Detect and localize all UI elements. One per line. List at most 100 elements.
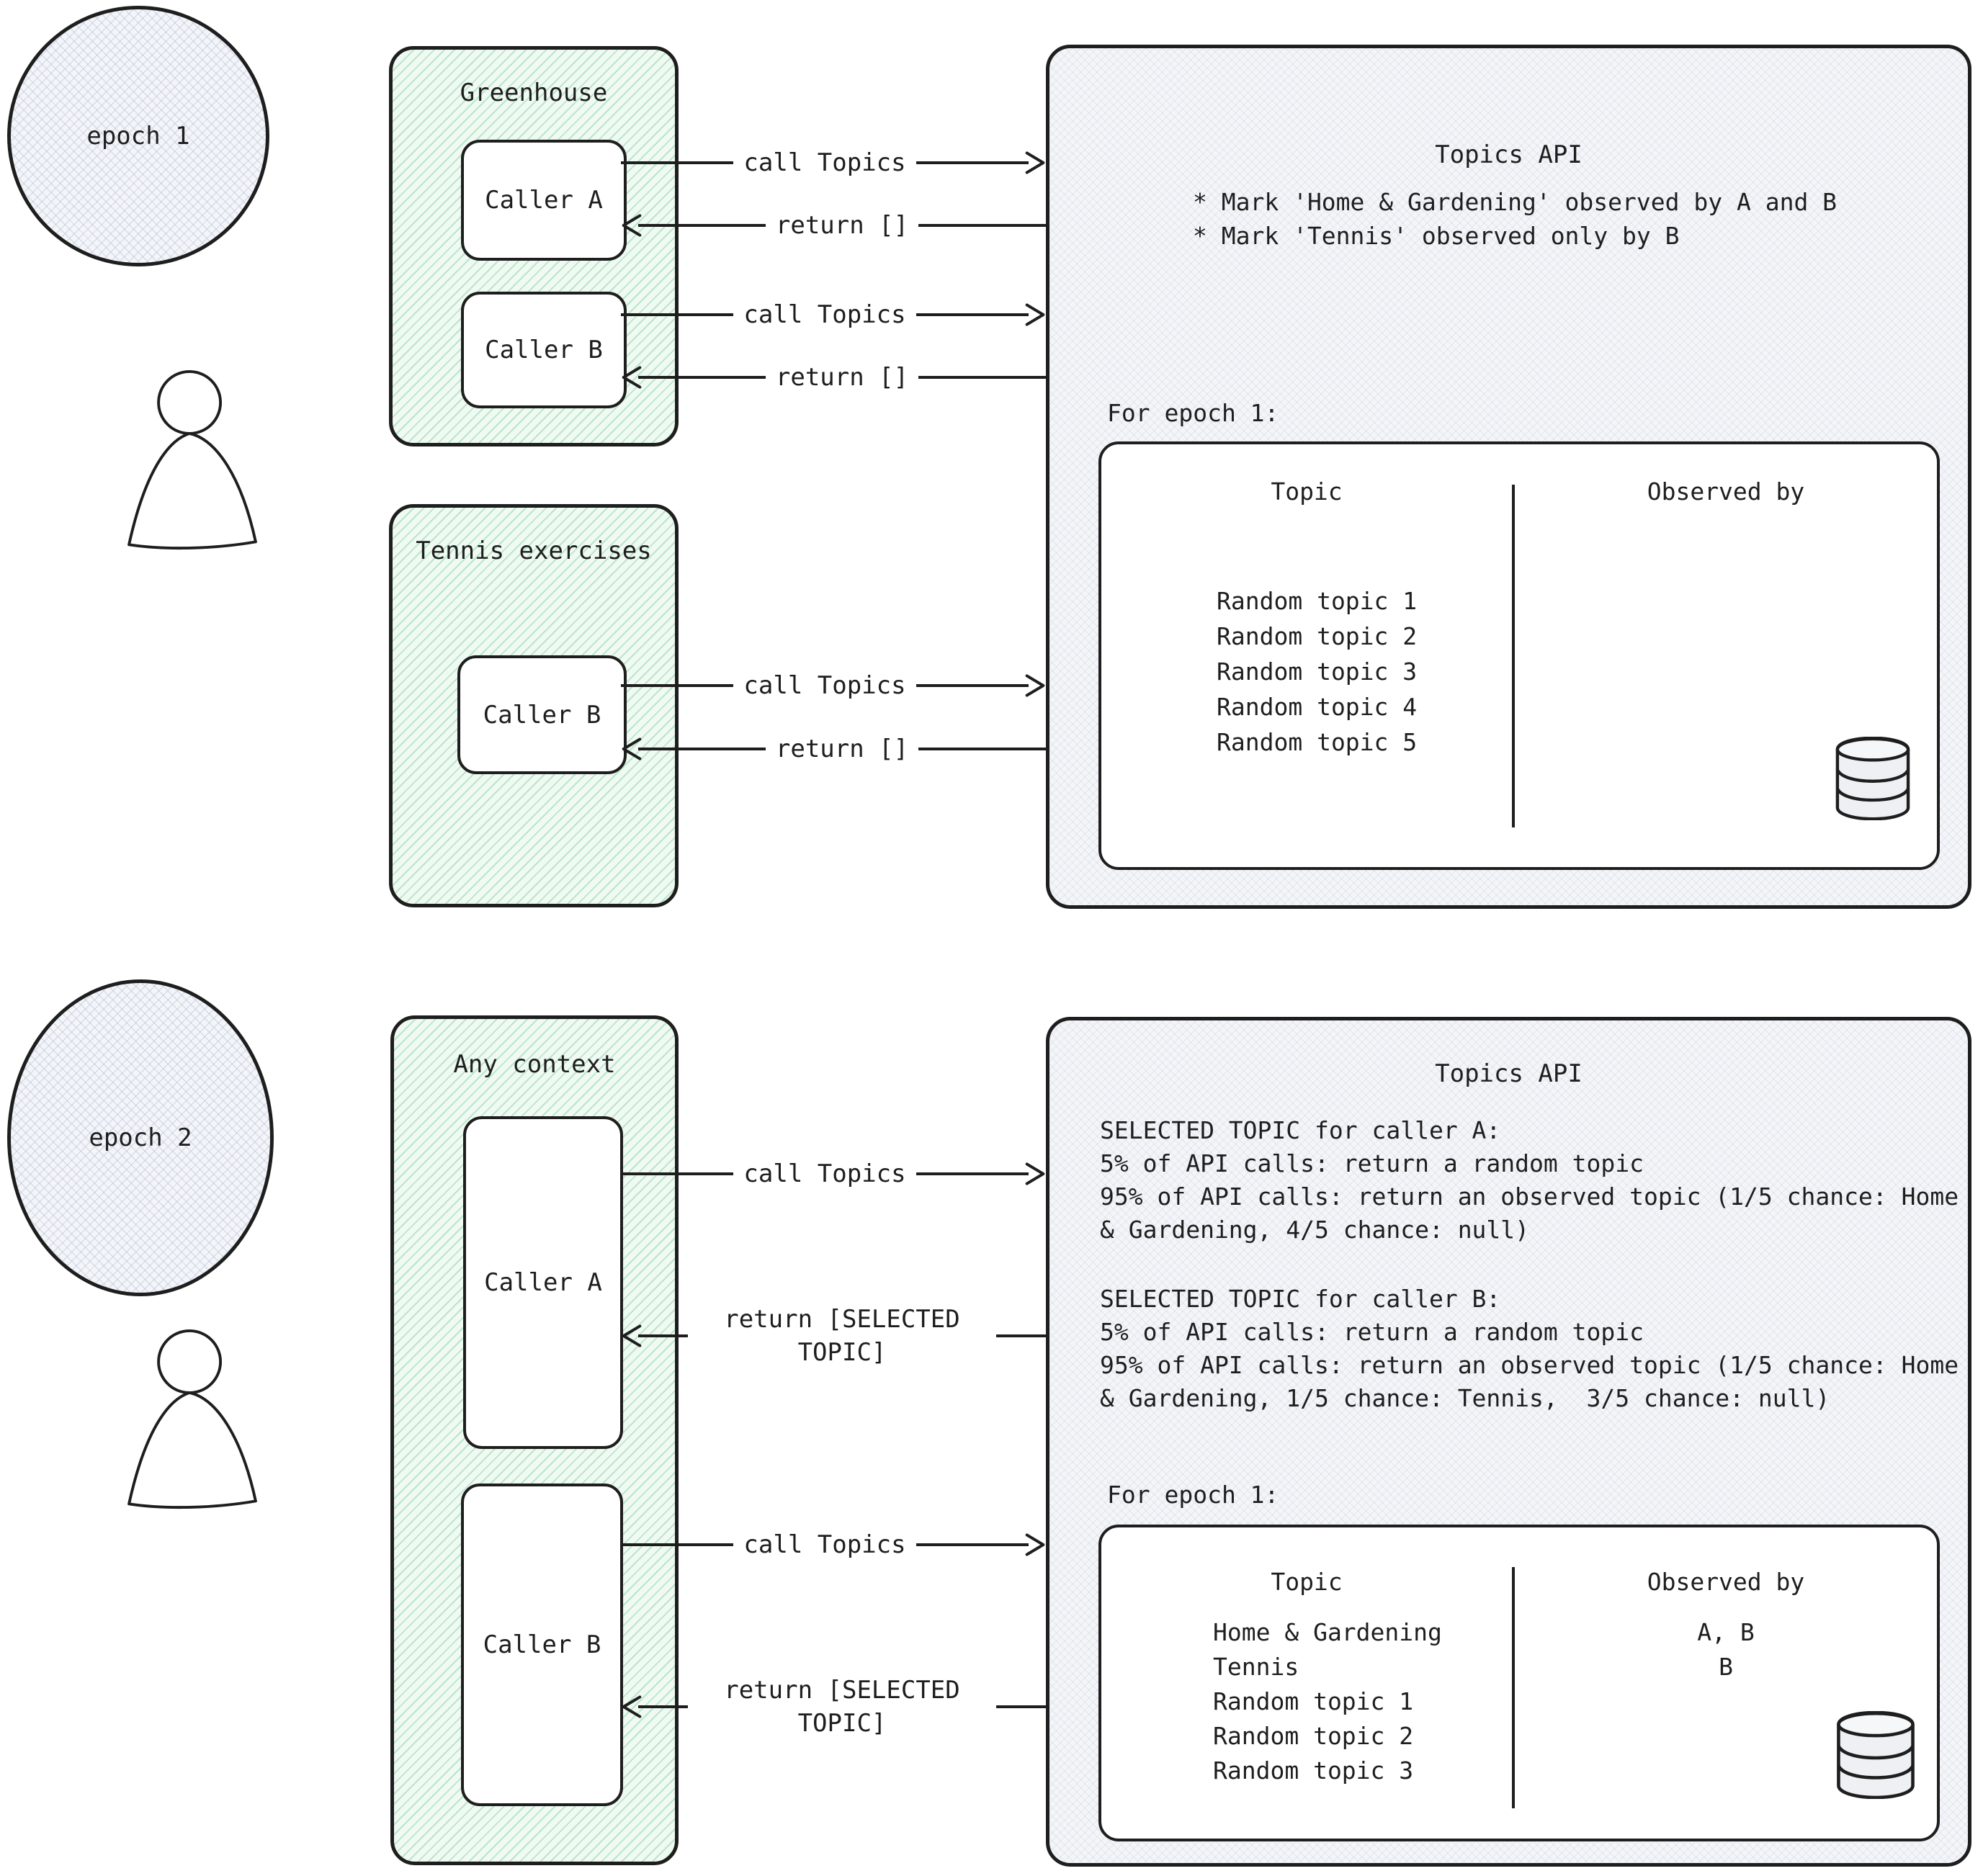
topics-api-panel-epoch1: Topics API * Mark 'Home & Gardening' obs… <box>1046 45 1971 909</box>
caller-a-node: Caller A <box>461 140 627 261</box>
arrow-line <box>916 161 1029 164</box>
topic-cell: Random topic 1 <box>1213 1687 1414 1715</box>
topic-cell: Tennis <box>1213 1653 1299 1681</box>
epoch2-badge-label: epoch 2 <box>89 1123 192 1152</box>
tennis-caller-b-label: Caller B <box>483 700 601 730</box>
arrow-line <box>621 313 734 316</box>
arrow-label: return [SELECTED TOPIC] <box>724 1305 960 1367</box>
arrow-line <box>916 1172 1029 1175</box>
observed-column-header: Observed by <box>1647 477 1805 506</box>
topic-cell: Random topic 2 <box>1213 1722 1414 1750</box>
caller-a-label: Caller A <box>484 1268 602 1297</box>
table-column-divider <box>1512 485 1515 827</box>
arrow-call-topics-caller-a: call Topics <box>621 1158 1046 1190</box>
arrowhead-left-icon <box>621 1695 643 1719</box>
person-icon <box>121 370 264 553</box>
arrow-label: return [] <box>775 735 909 763</box>
epoch-caption: For epoch 1: <box>1107 1481 1279 1509</box>
greenhouse-title: Greenhouse <box>460 78 608 107</box>
topic-cell: Random topic 4 <box>1217 693 1418 721</box>
arrow-line <box>621 161 734 164</box>
rule-line: 95% of API calls: return an observed top… <box>1100 1182 1959 1211</box>
arrowhead-left-icon <box>621 213 643 238</box>
arrow-label: call Topics <box>743 1530 906 1559</box>
topic-column-header: Topic <box>1271 477 1343 506</box>
database-icon <box>1830 737 1916 820</box>
arrow-call-topics-caller-a: call Topics <box>621 147 1046 179</box>
arrow-line <box>638 376 766 379</box>
topic-column-header: Topic <box>1271 1568 1343 1596</box>
arrow-call-topics-caller-b: call Topics <box>621 1529 1046 1561</box>
arrow-label: call Topics <box>743 148 906 177</box>
topic-cell: Random topic 3 <box>1213 1756 1414 1785</box>
rule-line: 5% of API calls: return a random topic <box>1100 1149 1644 1177</box>
any-context-title: Any context <box>453 1050 616 1079</box>
epoch2-badge: epoch 2 <box>7 979 274 1296</box>
greenhouse-context-box: Greenhouse Caller A Caller B <box>389 46 679 446</box>
observed-column-header: Observed by <box>1647 1568 1805 1596</box>
arrow-line <box>621 684 734 687</box>
tennis-title: Tennis exercises <box>416 537 652 565</box>
topics-api-panel-epoch2: Topics API SELECTED TOPIC for caller A: … <box>1046 1017 1971 1867</box>
rule-line: SELECTED TOPIC for caller B: <box>1100 1285 1501 1313</box>
arrow-line <box>916 1543 1029 1546</box>
arrowhead-right-icon <box>1024 1162 1046 1186</box>
arrow-return-selected-topic-caller-a: return [SELECTED TOPIC] <box>621 1293 1046 1379</box>
topic-cell: Random topic 5 <box>1217 728 1418 756</box>
arrow-call-topics-tennis: call Topics <box>621 670 1046 701</box>
arrowhead-left-icon <box>621 737 643 761</box>
arrow-return-empty-caller-a: return [] <box>621 210 1047 241</box>
arrowhead-right-icon <box>1024 1532 1046 1557</box>
arrow-label: return [] <box>775 363 909 392</box>
database-icon <box>1830 1711 1921 1799</box>
selected-topic-caller-a-rules: SELECTED TOPIC for caller A: 5% of API c… <box>1100 1114 1959 1247</box>
epoch-caption: For epoch 1: <box>1107 399 1279 427</box>
tennis-context-box: Tennis exercises Caller B <box>389 504 679 907</box>
arrow-line <box>916 684 1029 687</box>
arrow-return-empty-tennis: return [] <box>621 733 1047 765</box>
topic-cell: Home & Gardening <box>1213 1618 1442 1646</box>
caller-b-label: Caller B <box>485 336 603 364</box>
arrowhead-right-icon <box>1024 302 1046 327</box>
api-note-tennis: * Mark 'Tennis' observed only by B <box>1193 222 1680 250</box>
any-context-box: Any context Caller A Caller B <box>390 1015 679 1865</box>
observed-cell: A, B <box>1697 1618 1755 1646</box>
arrow-line <box>638 1705 688 1708</box>
caller-a-label: Caller A <box>485 186 603 215</box>
caller-b-node: Caller B <box>461 292 627 408</box>
rule-line: 5% of API calls: return a random topic <box>1100 1318 1644 1346</box>
arrow-label: call Topics <box>743 671 906 700</box>
arrow-line <box>638 224 766 227</box>
topic-cell: Random topic 3 <box>1217 658 1418 686</box>
arrowhead-left-icon <box>621 1324 643 1348</box>
arrowhead-right-icon <box>1024 673 1046 698</box>
caller-b-label: Caller B <box>483 1630 601 1659</box>
arrow-label: return [] <box>775 211 909 240</box>
caller-a-node: Caller A <box>463 1116 623 1449</box>
arrow-label: call Topics <box>743 300 906 329</box>
topics-api-title: Topics API <box>1435 1059 1583 1088</box>
table-column-divider <box>1512 1567 1515 1808</box>
rule-line: & Gardening, 1/5 chance: Tennis, 3/5 cha… <box>1100 1384 1830 1412</box>
selected-topic-caller-b-rules: SELECTED TOPIC for caller B: 5% of API c… <box>1100 1283 1959 1415</box>
observed-cell <box>1512 689 1940 724</box>
topics-api-title: Topics API <box>1435 140 1583 169</box>
arrowhead-right-icon <box>1024 151 1046 175</box>
arrow-line <box>916 313 1029 316</box>
arrow-line <box>621 1543 734 1546</box>
arrow-line <box>918 376 1047 379</box>
arrow-line <box>638 748 766 750</box>
epoch1-badge-label: epoch 1 <box>86 122 190 151</box>
topic-cells: Home & Gardening Tennis Random topic 1 R… <box>1213 1615 1442 1788</box>
observed-cells <box>1512 583 1940 760</box>
topic-cell: Random topic 1 <box>1217 587 1418 615</box>
topics-table: Topic Observed by Random topic 1 Random … <box>1098 441 1940 870</box>
observed-cells: A, B B <box>1512 1615 1940 1788</box>
arrow-return-empty-caller-b: return [] <box>621 362 1047 393</box>
rule-line: SELECTED TOPIC for caller A: <box>1100 1116 1501 1144</box>
observed-cell <box>1512 619 1940 654</box>
arrow-line <box>996 1705 1046 1708</box>
topic-cell: Random topic 2 <box>1217 622 1418 650</box>
topic-cells: Random topic 1 Random topic 2 Random top… <box>1217 583 1417 760</box>
